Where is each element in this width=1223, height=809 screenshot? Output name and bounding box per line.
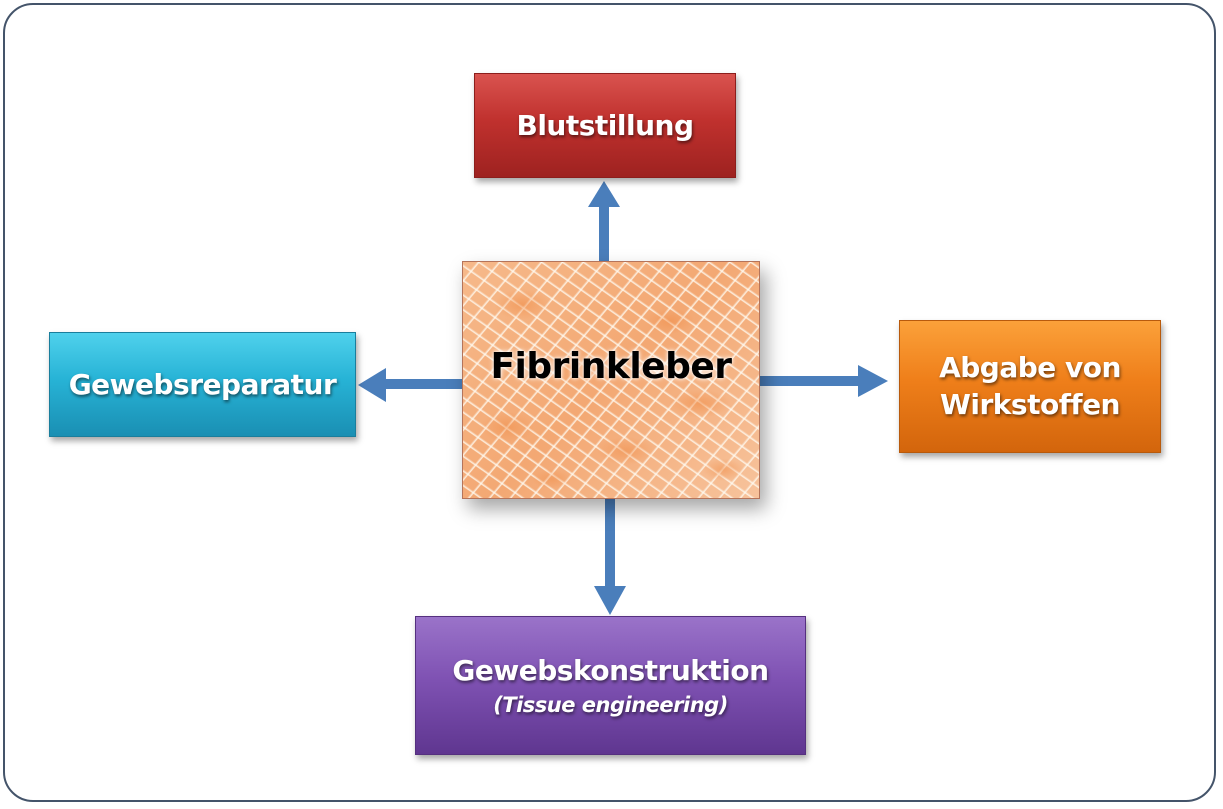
- box-wirkstoffe-line2: Wirkstoffen: [940, 387, 1121, 421]
- box-blutstillung-label: Blutstillung: [516, 109, 694, 142]
- box-gewebskonstruktion-label: Gewebskonstruktion: [452, 654, 769, 687]
- box-gewebsreparatur-label: Gewebsreparatur: [68, 368, 337, 401]
- arrow-up: [588, 181, 620, 262]
- box-gewebskonstruktion: Gewebskonstruktion (Tissue engineering): [415, 616, 806, 755]
- arrow-down: [594, 499, 626, 615]
- center-fibrin-image: Fibrinkleber: [462, 261, 760, 499]
- box-gewebskonstruktion-sublabel: (Tissue engineering): [493, 693, 728, 717]
- arrow-right: [760, 365, 888, 397]
- box-wirkstoffe-line1: Abgabe von: [939, 351, 1121, 385]
- box-blutstillung: Blutstillung: [474, 73, 736, 178]
- arrow-left: [358, 368, 463, 402]
- box-gewebsreparatur: Gewebsreparatur: [49, 332, 356, 437]
- box-wirkstoffe: Abgabe von Wirkstoffen: [899, 320, 1161, 453]
- center-label: Fibrinkleber: [490, 345, 732, 387]
